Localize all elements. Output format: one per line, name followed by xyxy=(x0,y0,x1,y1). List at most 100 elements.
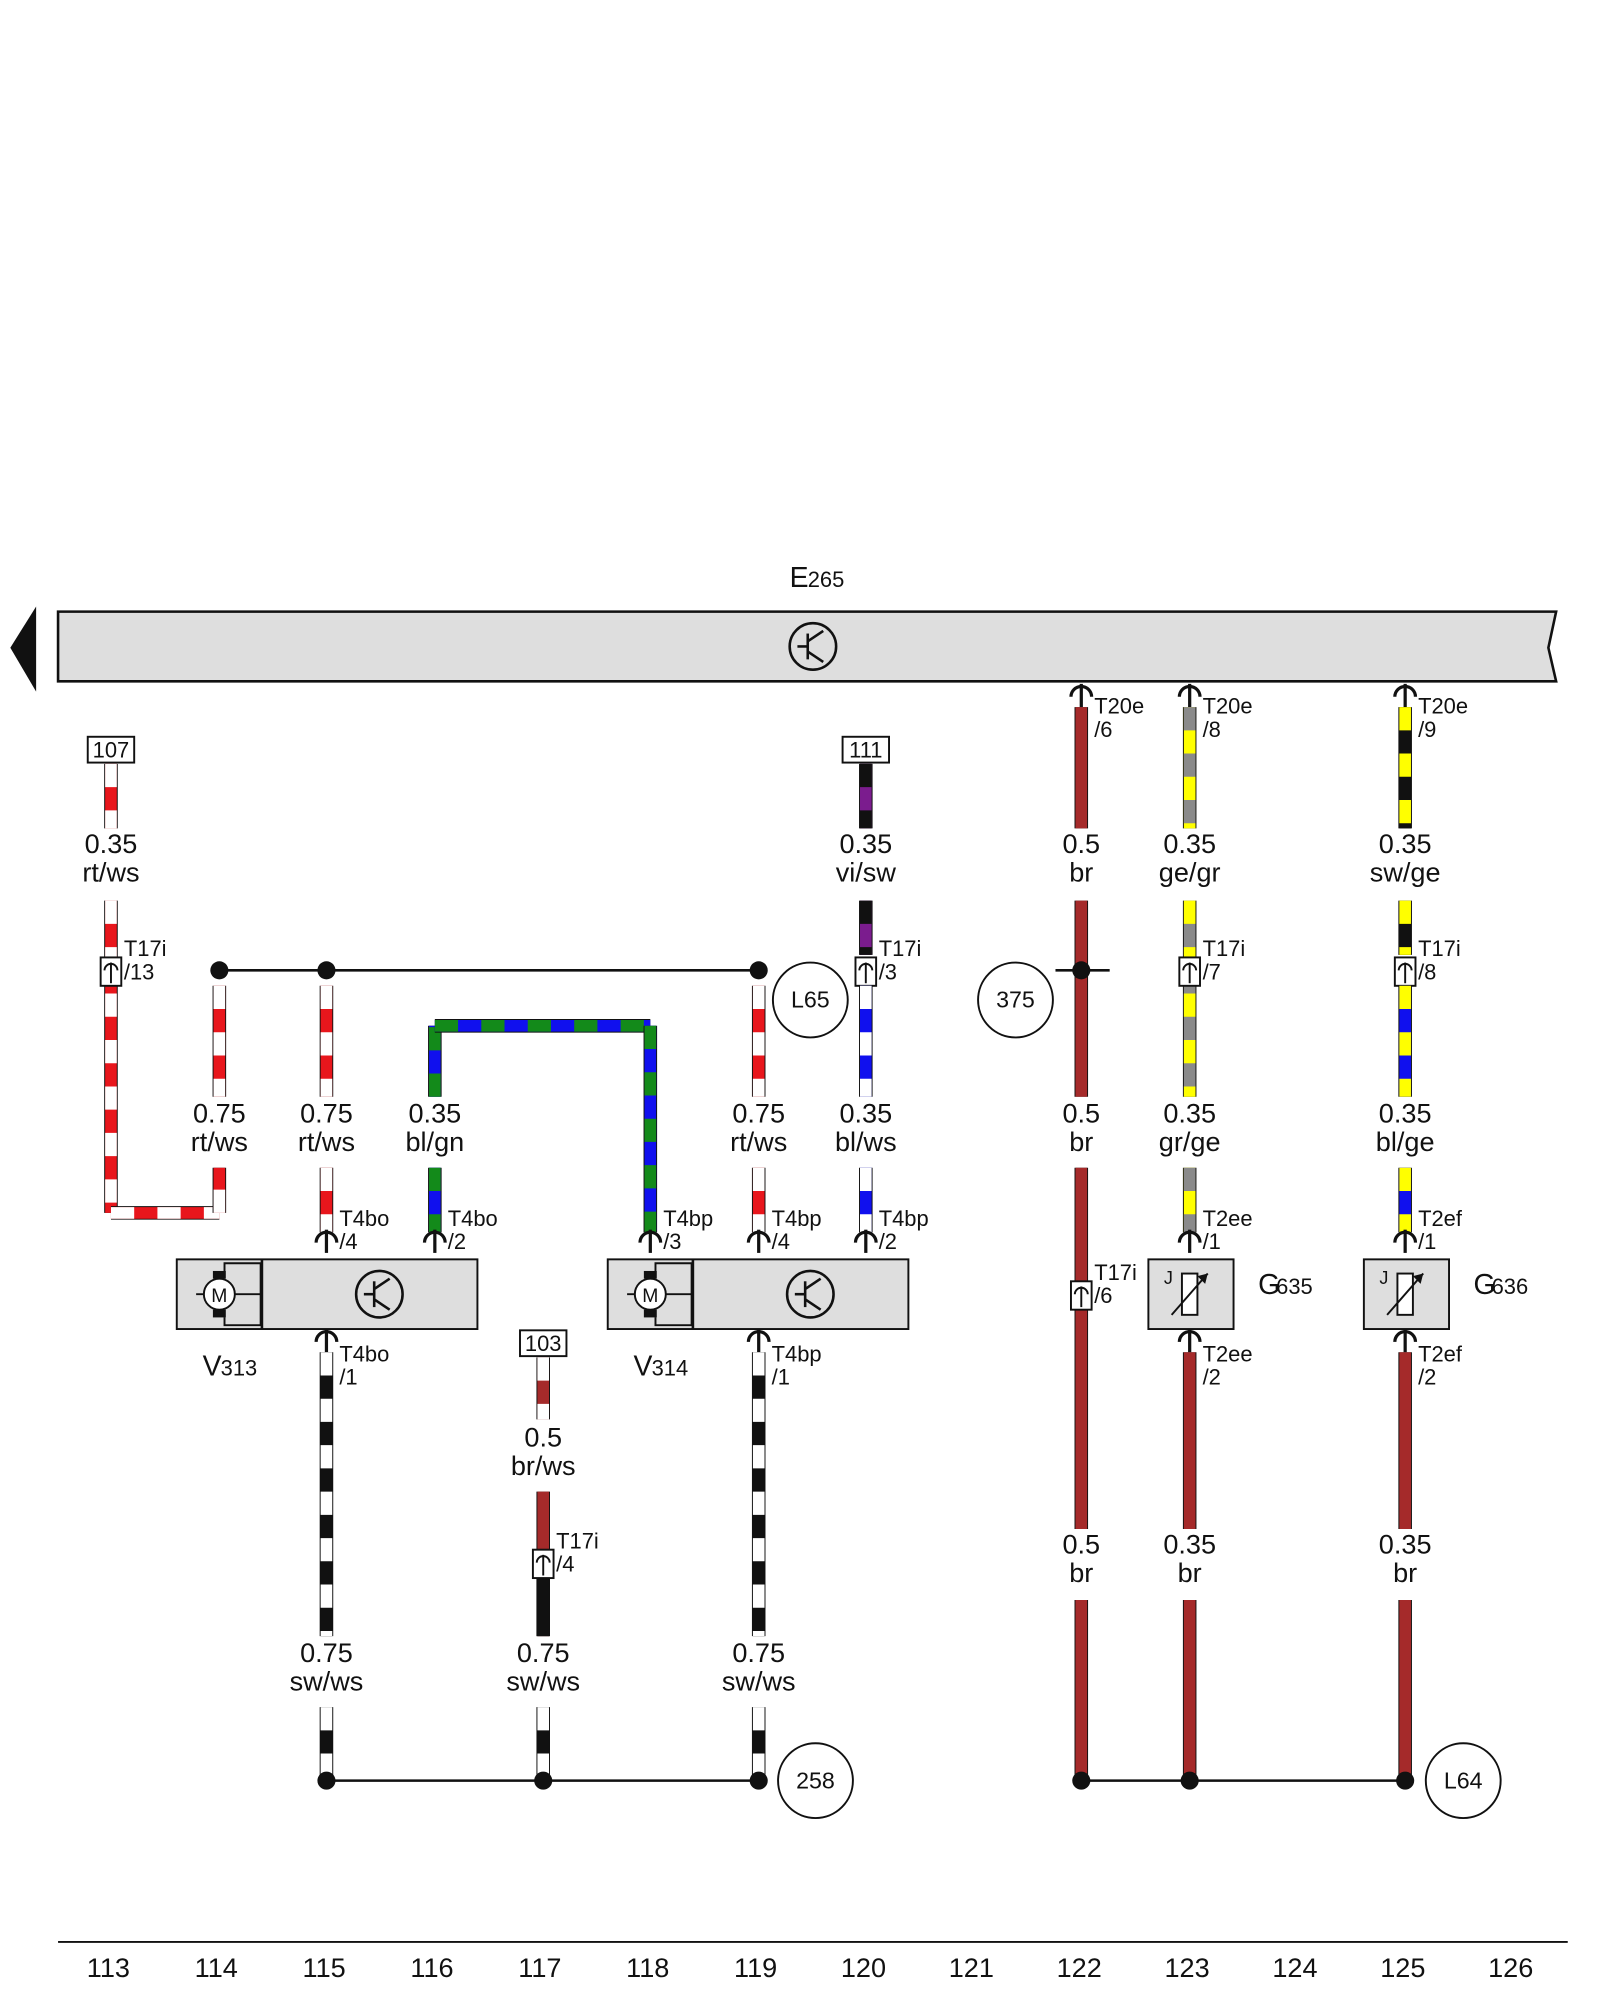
svg-text:M: M xyxy=(211,1285,227,1307)
wire-color-label: sw/ws xyxy=(506,1665,580,1696)
connector-symbol xyxy=(1393,683,1418,708)
connector-name-label: T17i xyxy=(1203,936,1246,961)
wire-color-label: rt/ws xyxy=(298,1126,355,1157)
wire-size-label: 0.5 xyxy=(1062,828,1100,859)
wire-size-label: 0.35 xyxy=(1379,828,1432,859)
connector-pin-label: /2 xyxy=(448,1229,466,1254)
thermistor-icon: J xyxy=(1164,1268,1209,1316)
wire-color-label: sw/ge xyxy=(1370,856,1441,887)
junction-dot xyxy=(534,1771,553,1790)
junction-dot xyxy=(317,1771,336,1790)
connector-symbol xyxy=(1069,683,1094,708)
control-unit-sub: 265 xyxy=(808,567,845,592)
inline-connector xyxy=(531,1548,555,1580)
connector-symbol xyxy=(314,1229,339,1253)
wire-color-label: sw/ws xyxy=(290,1665,364,1696)
ground-point-label: 375 xyxy=(996,987,1035,1013)
wire-size-label: 0.5 xyxy=(1062,1529,1100,1560)
wire-size-label: 0.75 xyxy=(732,1637,785,1668)
control-unit-label: E xyxy=(790,562,809,594)
thermistor-icon: J xyxy=(1379,1268,1424,1316)
junction-dot xyxy=(1180,1771,1199,1790)
connector-pin-label: /6 xyxy=(1094,1283,1112,1308)
connector-pin-label: /2 xyxy=(1203,1365,1221,1390)
connector-name-label: T4bp xyxy=(772,1206,822,1231)
connector-symbol xyxy=(746,1329,771,1353)
column-number: 113 xyxy=(87,1952,130,1983)
wire-color-label: rt/ws xyxy=(730,1126,787,1157)
connector-symbol xyxy=(1393,1229,1418,1253)
wire-size-label: 0.35 xyxy=(408,1098,461,1129)
wire-size-label: 0.75 xyxy=(300,1637,353,1668)
cross-ref-box xyxy=(86,735,136,764)
column-number: 116 xyxy=(410,1952,453,1983)
column-number: 117 xyxy=(518,1952,561,1983)
motor-icon: M xyxy=(627,1262,693,1327)
wire-size-label: 0.35 xyxy=(85,828,138,859)
wire-size-label: 0.35 xyxy=(1163,1529,1216,1560)
column-number: 119 xyxy=(734,1952,777,1983)
connector-name-label: T4bp xyxy=(879,1206,929,1231)
component-sub: 314 xyxy=(652,1355,689,1380)
connector-symbol xyxy=(638,1229,663,1253)
wire-color-label: bl/ws xyxy=(835,1126,897,1157)
component-sub: 635 xyxy=(1276,1274,1313,1299)
wire-color-label: br/ws xyxy=(511,1450,576,1481)
wire-size-label: 0.35 xyxy=(839,828,892,859)
connector-pin-label: /4 xyxy=(339,1229,357,1254)
wire-size-label: 0.5 xyxy=(524,1421,562,1452)
connector-pin-label: /1 xyxy=(339,1365,357,1390)
wire-color-label: br xyxy=(1178,1557,1202,1588)
ground-point-label: 258 xyxy=(796,1767,835,1793)
junction-dot xyxy=(1072,1771,1091,1790)
connector-name-label: T20e xyxy=(1094,694,1144,719)
connector-name-label: T4bo xyxy=(339,1206,389,1231)
junction-dot xyxy=(210,961,229,980)
cross-ref-box xyxy=(841,735,890,764)
connector-pin-label: /1 xyxy=(1418,1229,1436,1254)
connector-name-label: T20e xyxy=(1418,694,1468,719)
connector-name-label: T4bo xyxy=(339,1341,389,1366)
wire-color-label: br xyxy=(1069,1557,1093,1588)
wire-color-label: vi/sw xyxy=(836,856,897,887)
wire-color-label: br xyxy=(1069,1126,1093,1157)
inline-connector xyxy=(854,956,878,987)
connector-name-label: T4bp xyxy=(663,1206,713,1231)
component-label: V xyxy=(634,1350,653,1382)
connector-symbol xyxy=(1177,683,1202,708)
column-number: 123 xyxy=(1165,1952,1210,1983)
connector-pin-label: /4 xyxy=(556,1552,574,1577)
connector-name-label: T20e xyxy=(1203,694,1253,719)
wire-size-label: 0.35 xyxy=(1379,1098,1432,1129)
wire-color-label: rt/ws xyxy=(191,1126,248,1157)
cross-ref-label: 107 xyxy=(93,737,130,762)
svg-text:J: J xyxy=(1164,1268,1173,1288)
wire-color-label: gr/ge xyxy=(1159,1126,1221,1157)
wire-color-label: ge/gr xyxy=(1159,856,1221,887)
wire-size-label: 0.75 xyxy=(517,1637,570,1668)
connector-pin-label: /6 xyxy=(1094,717,1112,742)
wire-size-label: 0.35 xyxy=(1379,1529,1432,1560)
column-number: 126 xyxy=(1488,1952,1533,1983)
motor-icon: M xyxy=(196,1262,262,1327)
connector-symbol xyxy=(1177,1229,1202,1253)
connector-symbol xyxy=(746,1229,771,1253)
connector-symbol xyxy=(853,1229,878,1253)
wire-color-label: bl/gn xyxy=(405,1126,464,1157)
column-number: 121 xyxy=(949,1952,994,1983)
transistor-icon xyxy=(788,621,838,671)
column-number: 115 xyxy=(303,1952,346,1983)
wire-size-label: 0.35 xyxy=(1163,1098,1216,1129)
wire-size-label: 0.35 xyxy=(839,1098,892,1129)
wire-color-label: rt/ws xyxy=(82,856,139,887)
page-continue-arrow xyxy=(10,606,37,692)
transistor-icon xyxy=(785,1269,835,1319)
ground-point-circle xyxy=(777,1742,854,1820)
column-number: 122 xyxy=(1057,1952,1102,1983)
connector-symbol xyxy=(314,1329,339,1353)
column-number: 114 xyxy=(195,1952,238,1983)
junction-dot xyxy=(317,961,336,980)
svg-text:M: M xyxy=(642,1285,658,1307)
column-number: 124 xyxy=(1272,1952,1317,1983)
connector-name-label: T2ef xyxy=(1418,1206,1463,1231)
